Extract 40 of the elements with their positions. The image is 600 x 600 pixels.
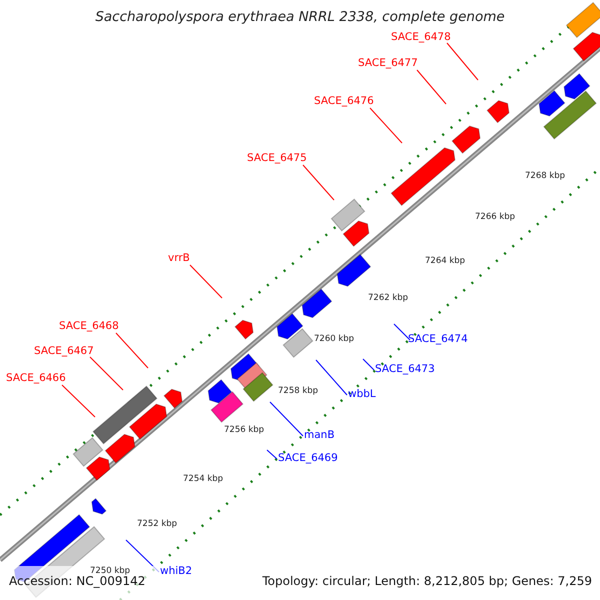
gene-label: SACE_6469 <box>278 453 338 464</box>
genome-stats-text: Topology: circular; Length: 8,212,805 bp; Genes: 7,259 <box>262 575 592 587</box>
tick-label: 7262 kbp <box>368 294 408 302</box>
leader-line <box>394 324 410 340</box>
leader-line <box>116 332 148 368</box>
tick-label: 7252 kbp <box>137 520 178 528</box>
tick-label: 7268 kbp <box>525 172 566 180</box>
leader-line <box>370 108 402 144</box>
tick-label: 7266 kbp <box>475 213 516 222</box>
tick-label: 7264 kbp <box>425 257 466 266</box>
tick-label: 7260 kbp <box>314 335 354 344</box>
leader-line <box>270 402 304 436</box>
gene-label: SACE_6475 <box>247 153 307 164</box>
leader-line <box>316 360 348 396</box>
gene-label: whiB2 <box>160 566 192 576</box>
leader-line <box>362 358 374 370</box>
accession-text: Accession: NC_009142 <box>9 575 146 587</box>
tick-label: 7256 kbp <box>224 426 264 434</box>
leader-line <box>90 356 124 390</box>
gene-label: manB <box>304 430 335 440</box>
gene-label: SACE_6474 <box>408 334 468 344</box>
gene-label: wbbL <box>348 389 376 400</box>
tick-label: 7250 kbp <box>90 567 130 576</box>
leader-line <box>266 450 278 460</box>
gene-label: SACE_6477 <box>358 58 418 68</box>
gene-label: SACE_6466 <box>6 373 66 384</box>
tick-label: 7254 kbp <box>183 475 224 484</box>
gene-label: SACE_6468 <box>59 321 119 332</box>
gene-label: SACE_6476 <box>314 96 374 106</box>
leader-line <box>190 264 222 298</box>
title: Saccharopolyspora erythraea NRRL 2338, complete genome <box>94 11 506 24</box>
gene-label: SACE_6473 <box>375 364 435 374</box>
leader-line <box>302 164 334 200</box>
leader-line <box>416 70 446 104</box>
tick-label: 7258 kbp <box>278 387 318 396</box>
leader-line <box>446 42 478 80</box>
gene-label: SACE_6478 <box>391 32 451 42</box>
leader-line <box>62 384 96 418</box>
gene-label: SACE_6467 <box>34 346 94 356</box>
gene-label: vrrB <box>168 253 190 264</box>
